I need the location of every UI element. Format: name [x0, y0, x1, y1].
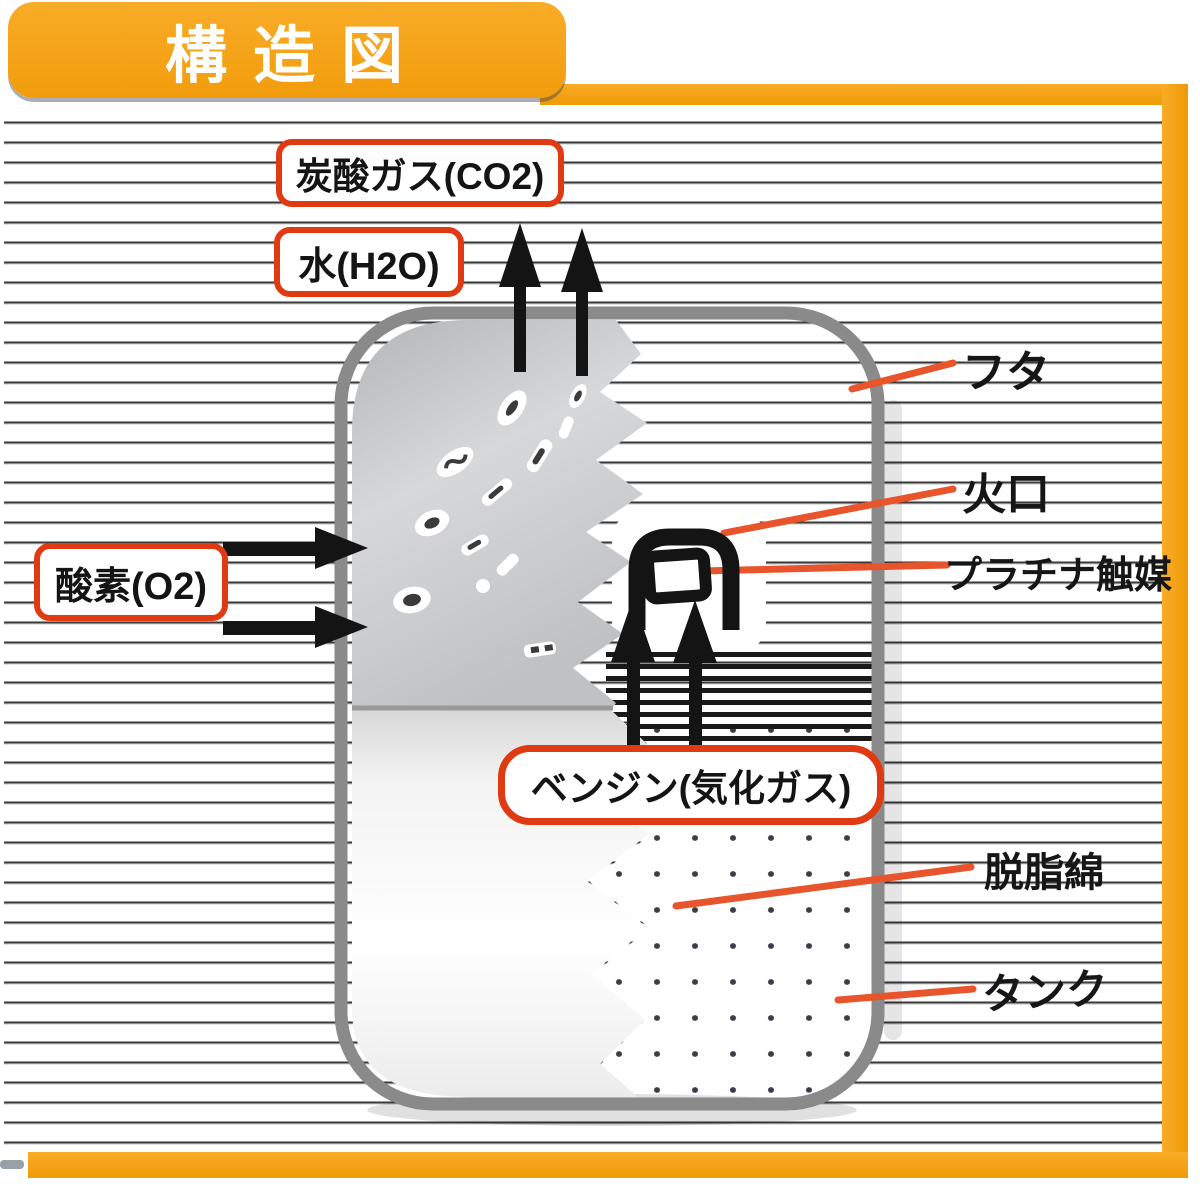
burner-opening [642, 547, 712, 605]
flow-arrows [223, 223, 717, 750]
frame-top-bar [540, 84, 1186, 105]
vapor-stripes-area [606, 652, 872, 748]
leader-line-tank [834, 985, 977, 1004]
callout-o2: 酸素(O2) [34, 543, 228, 621]
up-arrow-icon [561, 228, 603, 376]
up-arrow-icon [499, 223, 541, 372]
leader-lines [672, 359, 977, 1004]
up-arrow-icon [611, 598, 655, 750]
label-tank: タンク [981, 964, 1110, 1019]
page-title: 構造図 [164, 22, 429, 91]
case-outline [334, 306, 885, 1111]
leader-line-burner [720, 485, 957, 537]
callout-h2o: 水(H2O) [274, 227, 464, 297]
label-lid: フタ [962, 348, 1050, 397]
vent-holes [393, 384, 587, 658]
callout-benzine: ベンジン(気化ガス) [498, 745, 884, 825]
right-arrow-icon [223, 527, 368, 569]
callout-co2: 炭酸ガス(CO2) [276, 139, 564, 207]
frame-corner-mark [0, 1160, 24, 1169]
label-catalyst: プラチナ触媒 [944, 555, 1173, 597]
header: 構造図 [8, 2, 566, 98]
frame-right-bar [1162, 84, 1188, 1178]
leader-line-lid [848, 359, 957, 393]
frame-bottom-bar [28, 1152, 1188, 1178]
catalyst-head [628, 528, 740, 630]
leader-line-catalyst [698, 561, 951, 575]
right-arrow-icon [223, 606, 368, 648]
lid-shape [352, 320, 647, 706]
label-cotton: 脱脂綿 [984, 851, 1104, 895]
label-burner: 火口 [962, 470, 1050, 519]
leader-line-cotton [672, 863, 975, 910]
up-arrow-icon [673, 600, 717, 750]
